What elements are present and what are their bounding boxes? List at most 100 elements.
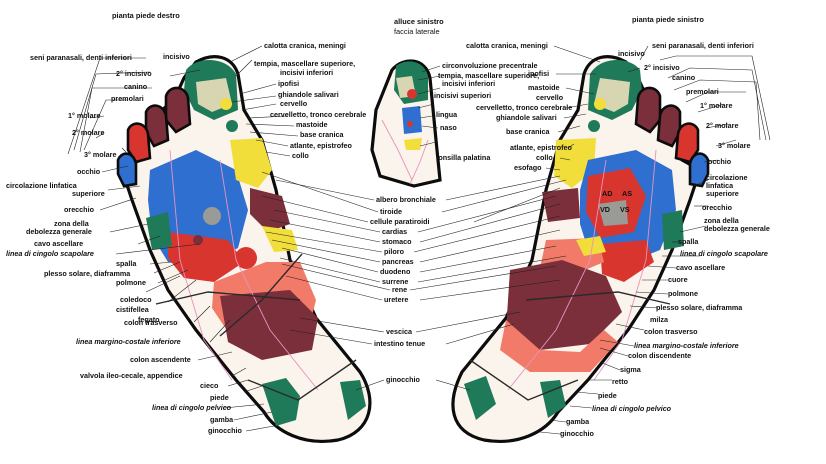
label-atlante-dx: atlante, epistrofeo xyxy=(290,141,353,150)
label-seni-sx: seni paranasali, denti inferiori xyxy=(652,41,754,50)
label-retto: retto xyxy=(612,377,629,386)
label-linea-costale-sx: linea margino-costale inferiore xyxy=(634,341,739,350)
label-calotta-dx: calotta cranica, meningi xyxy=(264,41,346,50)
label-canino-sx: canino xyxy=(672,73,696,82)
label-ginocchio-c: ginocchio xyxy=(386,375,421,384)
label-atlante-sx: atlante, epistrofeo xyxy=(510,143,573,152)
label-zona-dx-2: debolezza generale xyxy=(26,227,92,236)
label-cervello-sx: cervello xyxy=(536,93,564,102)
label-tiroide: tiroide xyxy=(380,207,402,216)
label-occhio-sx: occhio xyxy=(708,157,732,166)
label-linea-pelvico-sx: linea di cingolo pelvico xyxy=(592,404,672,413)
label-zona-sx-1: zona della xyxy=(704,216,740,225)
label-circonvoluzione: circonvoluzione precentrale xyxy=(442,61,537,70)
label-polmone-sx: polmone xyxy=(668,289,698,298)
label-incisivo-sx: incisivo xyxy=(618,49,645,58)
heart-mark-ad: AD xyxy=(602,189,612,198)
label-tempia-c-2: incisivi inferiori xyxy=(442,79,495,88)
label-molare2-sx: 2° molare xyxy=(706,121,738,130)
left-foot-labels-left: calotta cranica, meningi ipofisi mastoid… xyxy=(466,41,573,172)
label-seni-dx: seni paranasali, denti inferiori xyxy=(30,53,132,62)
label-occhio-dx: occhio xyxy=(77,167,101,176)
label-cervello-dx: cervello xyxy=(280,99,308,108)
label-valvola: valvola ileo-cecale, appendice xyxy=(80,371,183,380)
label-cavo-ascellare-dx: cavo ascellare xyxy=(34,239,83,248)
label-colon-ascendente: colon ascendente xyxy=(130,355,191,364)
label-molare1-dx: 1° molare xyxy=(68,111,100,120)
heart-mark-as: AS xyxy=(622,189,632,198)
label-base-cranica-dx: base cranica xyxy=(300,130,345,139)
label-surrene: surrene xyxy=(382,277,408,286)
label-stomaco: stomaco xyxy=(382,237,412,246)
right-foot-labels-right: calotta cranica, meningi tempia, mascell… xyxy=(254,41,366,160)
label-calotta-sx: calotta cranica, meningi xyxy=(466,41,548,50)
label-circolazione-dx-1: circolazione linfatica xyxy=(6,181,78,190)
title-right-foot: pianta piede destro xyxy=(112,11,180,20)
label-piede-sx: piede xyxy=(598,391,617,400)
label-rene: rene xyxy=(392,285,407,294)
label-colon-trasverso-sx: colon trasverso xyxy=(644,327,698,336)
label-circolazione-dx-2: superiore xyxy=(72,189,105,198)
label-piloro: piloro xyxy=(384,247,405,256)
label-cardias: cardias xyxy=(382,227,407,236)
leader-lines xyxy=(67,45,771,435)
title-hallux: alluce sinistro xyxy=(394,17,444,26)
label-circolazione-sx-3: superiore xyxy=(706,189,739,198)
label-intestino: intestino tenue xyxy=(374,339,425,348)
label-cervelletto-dx: cervelletto, tronco cerebrale xyxy=(270,110,366,119)
label-cistifellea: cistifellea xyxy=(116,305,150,314)
title-left-foot: pianta piede sinistro xyxy=(632,15,704,24)
label-tempia-dx-2: incisivi inferiori xyxy=(280,68,333,77)
label-cieco: cieco xyxy=(200,381,219,390)
label-albero: albero bronchiale xyxy=(376,195,436,204)
label-cervelletto-sx: cervelletto, tronco cerebrale xyxy=(476,103,572,112)
label-mastoide-dx: mastoide xyxy=(296,120,328,129)
left-foot-labels-right: incisivo seni paranasali, denti inferior… xyxy=(560,41,770,438)
hallux-lateral-view xyxy=(370,59,442,188)
label-tempia-dx-1: tempia, mascellare superiore, xyxy=(254,59,355,68)
heart-mark-vd: VD xyxy=(600,205,610,214)
center-labels: circonvoluzione precentrale tempia, masc… xyxy=(370,61,539,384)
label-spalla-sx: spalla xyxy=(678,237,699,246)
label-incisivo-dx: incisivo xyxy=(163,52,190,61)
label-zona-sx-2: debolezza generale xyxy=(704,224,770,233)
label-linea-pelvico-dx: linea di cingolo pelvico xyxy=(152,403,232,412)
heart-mark-vs: VS xyxy=(620,205,630,214)
label-vescica: vescica xyxy=(386,327,413,336)
label-linea-costale-dx: linea margino-costale inferiore xyxy=(76,337,181,346)
label-paratiroidi: cellule paratiroidi xyxy=(370,217,430,226)
label-linea-scapolare-sx: linea di cingolo scapolare xyxy=(680,249,768,258)
label-lingua: lingua xyxy=(436,110,458,119)
label-plesso-sx: plesso solare, diaframma xyxy=(656,303,743,312)
label-ipofisi-dx: ipofisi xyxy=(278,79,299,88)
label-ghiandole-sx: ghiandole salivari xyxy=(496,113,557,122)
label-linea-scapolare-dx: linea di cingolo scapolare xyxy=(6,249,94,258)
label-orecchio-sx: orecchio xyxy=(702,203,733,212)
label-molare3-sx: 3° molare xyxy=(718,141,750,150)
right-foot-labels-left: seni paranasali, denti inferiori incisiv… xyxy=(6,52,243,435)
label-polmone-dx: polmone xyxy=(116,278,146,287)
label-circolazione-sx-2: linfatica xyxy=(706,181,734,190)
label-ghiandole-dx: ghiandole salivari xyxy=(278,90,339,99)
label-gamba-sx: gamba xyxy=(566,417,590,426)
label-circolazione-sx-1: circolazione xyxy=(706,173,748,182)
label-premolari-dx: premolari xyxy=(111,94,144,103)
label-duodeno: duodeno xyxy=(380,267,411,276)
label-esofago: esofago xyxy=(514,163,542,172)
label-collo-sx: collo xyxy=(536,153,553,162)
left-foot-sole: AD AS VD VS xyxy=(451,55,710,443)
label-incisivo2-sx: 2° incisivo xyxy=(644,63,680,72)
label-molare1-sx: 1° molare xyxy=(700,101,732,110)
label-pancreas: pancreas xyxy=(382,257,414,266)
label-collo-dx: collo xyxy=(292,151,309,160)
label-molare3-dx: 3° molare xyxy=(84,150,116,159)
label-ginocchio-sx: ginocchio xyxy=(560,429,595,438)
label-plesso-dx: plesso solare, diaframma xyxy=(44,269,131,278)
label-milza: milza xyxy=(650,315,669,324)
label-base-cranica-sx: base cranica xyxy=(506,127,551,136)
label-sigma: sigma xyxy=(620,365,642,374)
label-cavo-ascellare-sx: cavo ascellare xyxy=(676,263,725,272)
label-colon-discendente: colon discendente xyxy=(628,351,691,360)
